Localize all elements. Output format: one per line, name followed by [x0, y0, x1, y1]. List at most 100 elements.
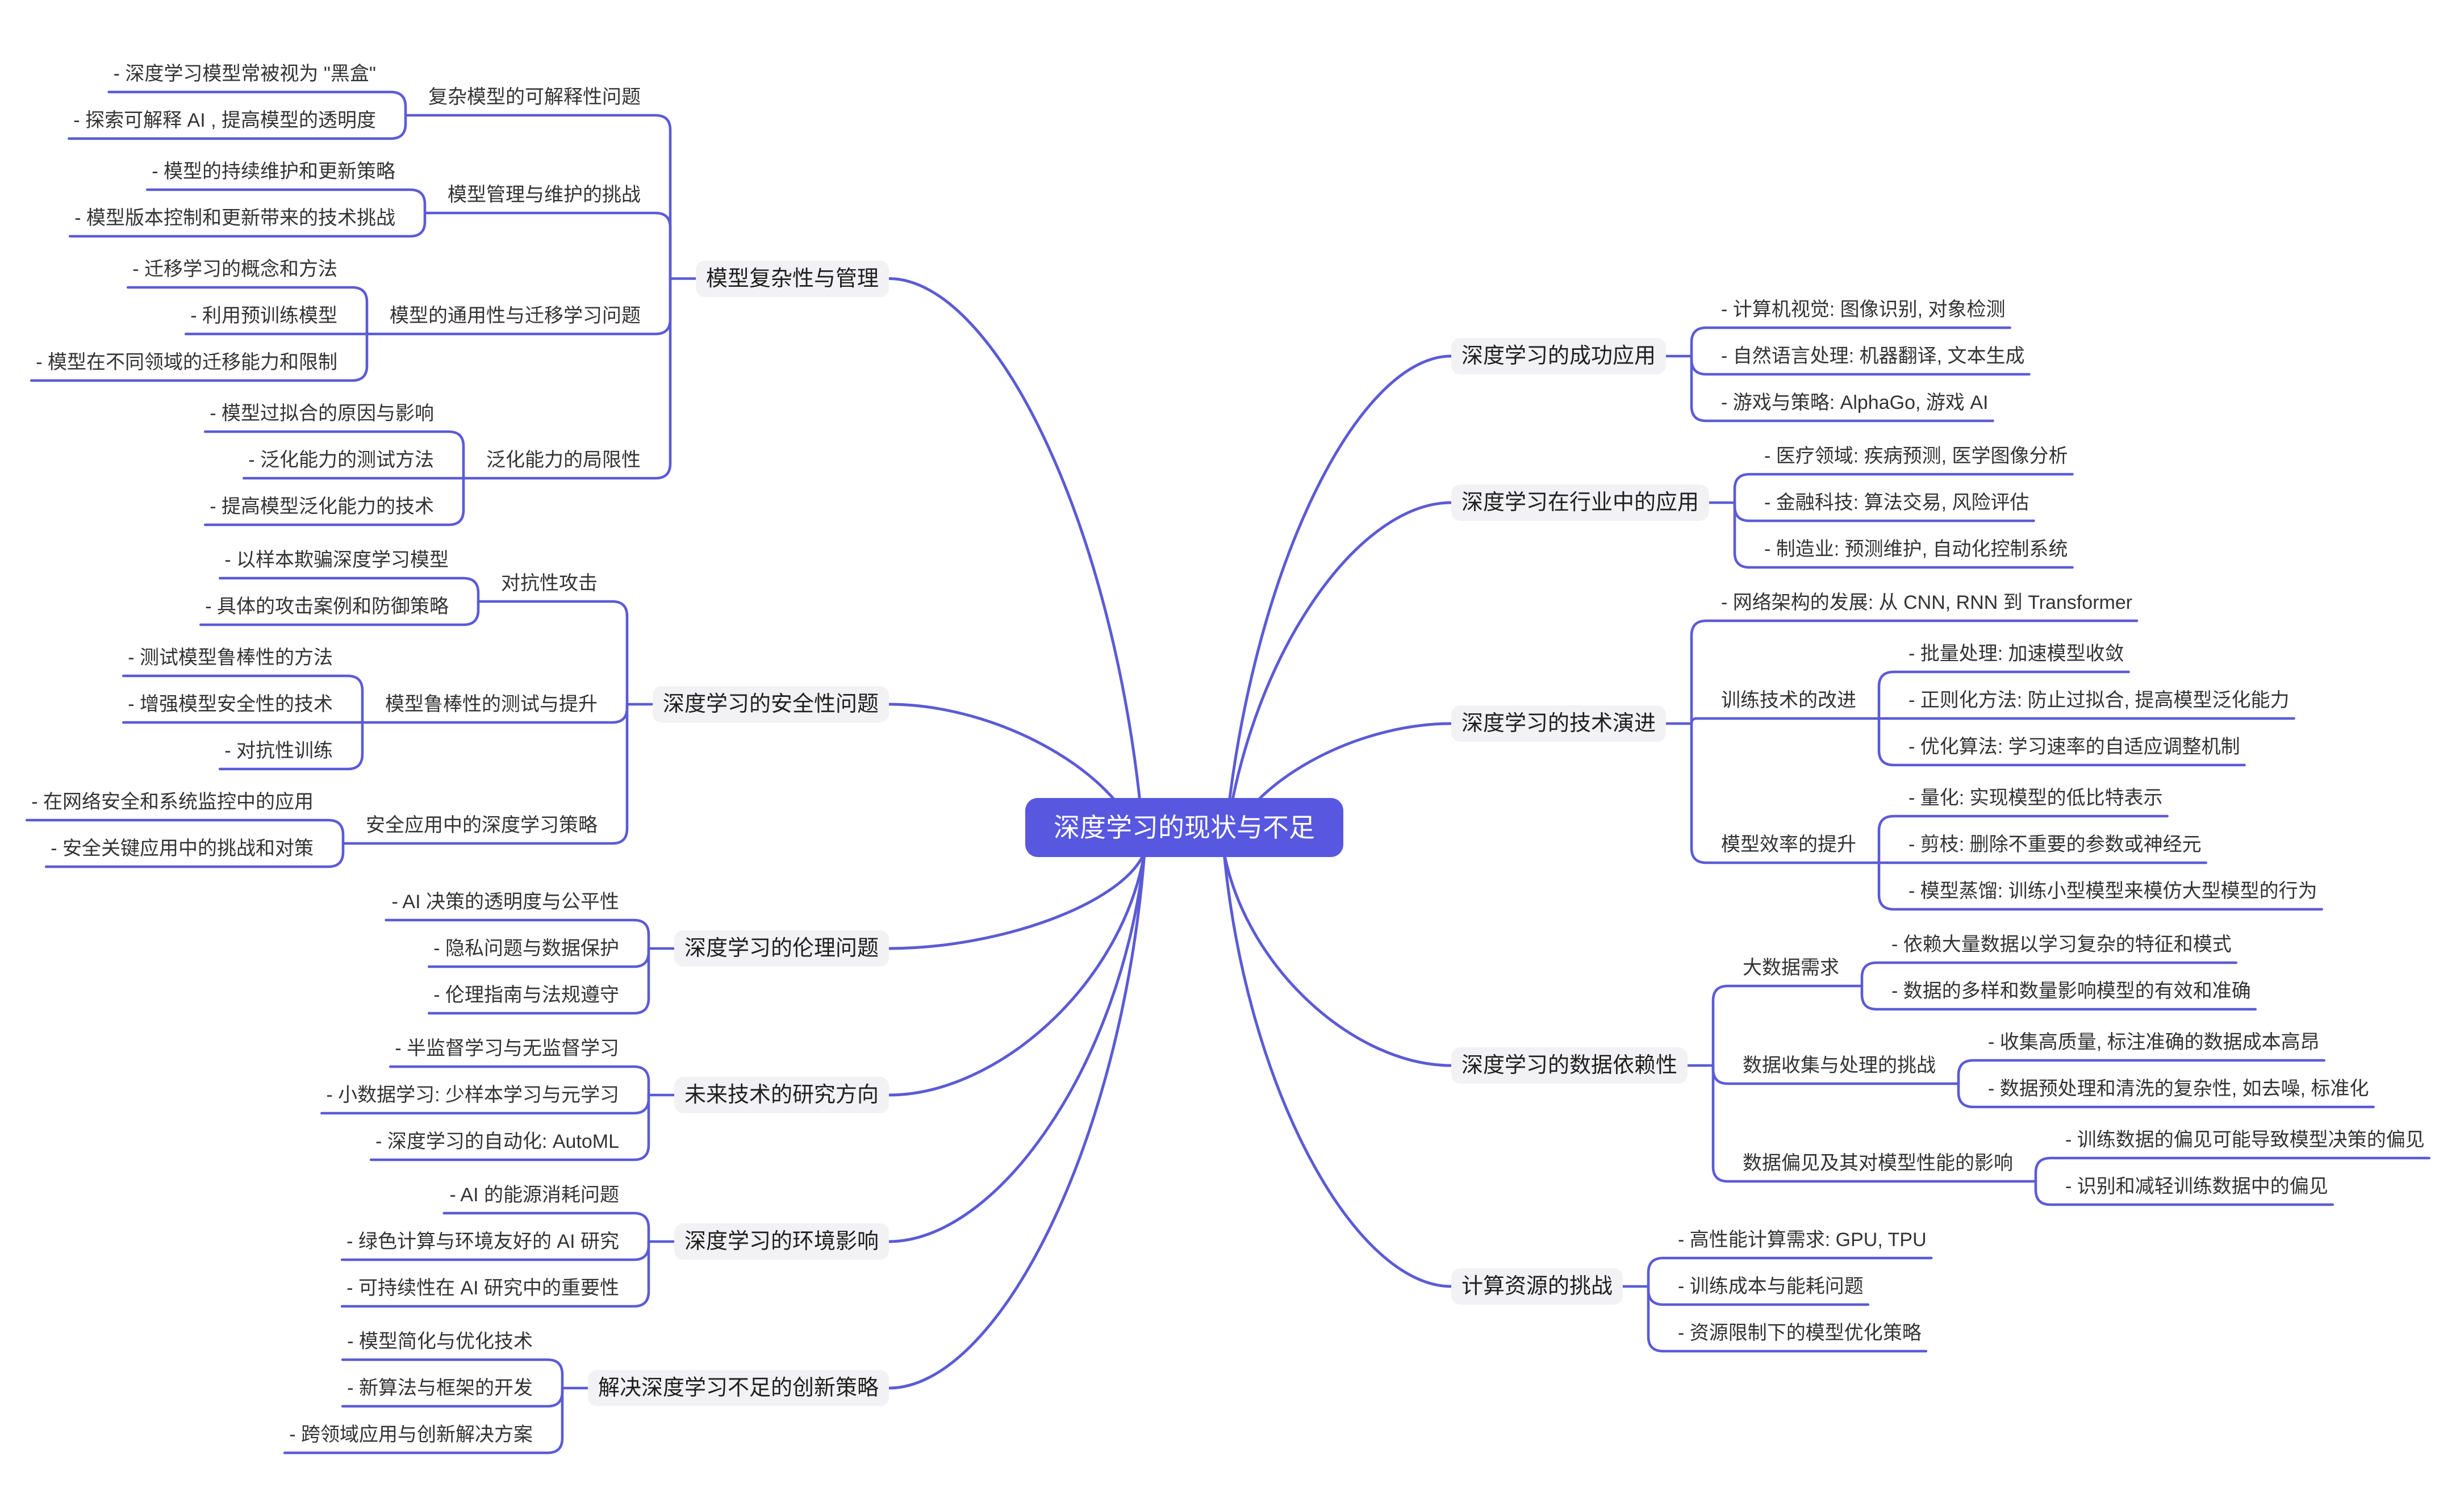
link	[1222, 851, 1453, 1067]
leaf-node[interactable]: - 资源限制下的模型优化策略	[1678, 1322, 1922, 1344]
leaf-node[interactable]: - 模型过拟合的原因与影响	[210, 403, 434, 424]
link	[122, 674, 364, 724]
leaf-node[interactable]: - 数据预处理和清洗的复杂性, 如去噪, 标准化	[1988, 1078, 2369, 1100]
leaf-node[interactable]: - 在网络安全和系统监控中的应用	[31, 791, 314, 813]
subtopic-node[interactable]: 对抗性攻击	[501, 573, 598, 594]
leaf-node[interactable]: - 以样本欺骗深度学习模型	[224, 549, 449, 571]
leaf-node[interactable]: - 模型版本控制和更新带来的技术挑战	[74, 207, 395, 229]
leaf-node[interactable]: - 识别和减轻训练数据中的偏见	[2065, 1176, 2328, 1197]
leaf-node[interactable]: - 计算机视觉: 图像识别, 对象检测	[1721, 299, 2006, 320]
leaf-node[interactable]: - 深度学习模型常被视为 "黑盒"	[113, 63, 376, 85]
leaf-node[interactable]: - 训练成本与能耗问题	[1678, 1276, 1864, 1297]
link	[887, 851, 1146, 950]
link	[1860, 984, 2257, 1011]
subtopic-node[interactable]: 数据偏见及其对模型性能的影响	[1743, 1152, 2013, 1174]
link	[1877, 670, 2130, 720]
subtopic-node[interactable]: 模型管理与维护的挑战	[448, 184, 641, 206]
link	[145, 188, 427, 215]
link	[1690, 354, 1994, 423]
link	[2034, 1156, 2431, 1183]
branch-node[interactable]: 深度学习的成功应用	[1451, 338, 1667, 374]
subtopic-node[interactable]: 复杂模型的可解释性问题	[428, 86, 641, 108]
leaf-node[interactable]: - 模型蒸馏: 训练小型模型来模仿大型模型的行为	[1908, 880, 2317, 902]
subtopic-node[interactable]: 模型效率的提升	[1721, 834, 1856, 855]
link	[1690, 326, 2011, 358]
link	[218, 721, 364, 771]
link	[30, 332, 369, 382]
link	[1877, 717, 2246, 767]
link	[340, 1240, 650, 1308]
leaf-node[interactable]: - 泛化能力的测试方法	[248, 449, 434, 471]
leaf-node[interactable]: - 模型简化与优化技术	[347, 1331, 533, 1352]
subtopic-node[interactable]: 数据收集与处理的挑战	[1743, 1055, 1936, 1076]
leaf-node[interactable]: - 金融科技: 算法交易, 风险评估	[1764, 492, 2029, 513]
link	[423, 211, 672, 280]
leaf-node[interactable]: - 半监督学习与无监督学习	[395, 1038, 619, 1059]
leaf-node[interactable]: - 数据的多样和数量影响模型的有效和准确	[1891, 980, 2251, 1002]
leaf-node[interactable]: - 网络架构的发展: 从 CNN, RNN 到 Transformer	[1721, 592, 2133, 613]
branch-node[interactable]: 深度学习在行业中的应用	[1451, 484, 1710, 521]
leaf-node[interactable]: - 制造业: 预测维护, 自动化控制系统	[1764, 538, 2068, 560]
link	[1222, 501, 1453, 854]
leaf-node[interactable]: - 游戏与策略: AlphaGo, 游戏 AI	[1721, 392, 1989, 413]
branch-node[interactable]: 深度学习的安全性问题	[652, 686, 889, 722]
leaf-node[interactable]: - 对抗性训练	[224, 740, 333, 762]
leaf-node[interactable]: - AI 决策的透明度与公平性	[391, 891, 619, 913]
link	[218, 576, 480, 603]
leaf-node[interactable]: - 剪枝: 删除不重要的参数或神经元	[1908, 834, 2202, 855]
branch-node[interactable]: 未来技术的研究方向	[674, 1077, 889, 1113]
leaf-node[interactable]: - 模型的持续维护和更新策略	[152, 161, 395, 182]
leaf-node[interactable]: - 测试模型鲁棒性的方法	[128, 647, 333, 668]
link	[385, 918, 650, 950]
subtopic-node[interactable]: 大数据需求	[1743, 957, 1839, 979]
root-node[interactable]: 深度学习的现状与不足	[1025, 798, 1343, 857]
leaf-node[interactable]: - 深度学习的自动化: AutoML	[375, 1131, 619, 1152]
link	[1860, 961, 2238, 988]
leaf-node[interactable]: - 跨领域应用与创新解决方案	[289, 1424, 533, 1445]
leaf-node[interactable]: - 模型在不同领域的迁移能力和限制	[36, 352, 337, 373]
leaf-node[interactable]: - 批量处理: 加速模型收敛	[1908, 643, 2124, 665]
leaf-node[interactable]: - 隐私问题与数据保护	[433, 938, 619, 959]
leaf-node[interactable]: - 新算法与框架的开发	[347, 1377, 533, 1399]
leaf-node[interactable]: - 小数据学习: 少样本学习与元学习	[326, 1084, 619, 1106]
leaf-node[interactable]: - 正则化方法: 防止过拟合, 提高模型泛化能力	[1908, 690, 2290, 711]
leaf-node[interactable]: - 绿色计算与环境友好的 AI 研究	[346, 1231, 619, 1252]
leaf-node[interactable]: - 依赖大量数据以学习复杂的特征和模式	[1891, 934, 2232, 955]
link	[887, 851, 1146, 1243]
link	[887, 851, 1146, 1390]
link	[887, 277, 1146, 854]
branch-node[interactable]: 深度学习的技术演进	[1451, 705, 1667, 742]
branch-node[interactable]: 深度学习的环境影响	[674, 1223, 889, 1260]
leaf-node[interactable]: - AI 的能源消耗问题	[449, 1184, 619, 1206]
leaf-node[interactable]: - 医疗领域: 疾病预测, 医学图像分析	[1764, 445, 2068, 467]
leaf-node[interactable]: - 优化算法: 学习速率的自适应调整机制	[1908, 736, 2240, 758]
subtopic-node[interactable]: 安全应用中的深度学习策略	[366, 814, 598, 836]
branch-node[interactable]: 计算资源的挑战	[1451, 1268, 1623, 1305]
link	[2034, 1180, 2334, 1206]
leaf-node[interactable]: - 训练数据的偏见可能导致模型决策的偏见	[2065, 1129, 2425, 1151]
leaf-node[interactable]: - 利用预训练模型	[190, 305, 337, 327]
leaf-node[interactable]: - 具体的攻击案例和防御策略	[205, 596, 449, 617]
branch-node[interactable]: 模型复杂性与管理	[695, 260, 889, 297]
subtopic-node[interactable]: 模型鲁棒性的测试与提升	[385, 693, 598, 715]
leaf-node[interactable]: - 增强模型安全性的技术	[128, 693, 333, 715]
subtopic-node[interactable]: 训练技术的改进	[1721, 690, 1856, 711]
branch-node[interactable]: 深度学习的数据依赖性	[1451, 1047, 1688, 1084]
leaf-node[interactable]: - 自然语言处理: 机器翻译, 文本生成	[1721, 345, 2025, 367]
leaf-node[interactable]: - 量化: 实现模型的低比特表示	[1908, 787, 2163, 809]
leaf-node[interactable]: - 伦理指南与法规遵守	[433, 984, 619, 1006]
leaf-node[interactable]: - 探索可解释 AI , 提高模型的透明度	[73, 110, 376, 131]
link	[1222, 354, 1453, 854]
branch-node[interactable]: 深度学习的伦理问题	[674, 930, 889, 967]
branch-node[interactable]: 解决深度学习不足的创新策略	[587, 1370, 889, 1406]
leaf-node[interactable]: - 提高模型泛化能力的技术	[210, 496, 434, 517]
subtopic-node[interactable]: 泛化能力的局限性	[486, 449, 641, 471]
link	[1647, 1256, 1933, 1288]
leaf-node[interactable]: - 收集高质量, 标注准确的数据成本高昂	[1988, 1031, 2320, 1053]
leaf-node[interactable]: - 安全关键应用中的挑战和对策	[51, 838, 314, 859]
leaf-node[interactable]: - 迁移学习的概念和方法	[132, 258, 337, 280]
leaf-node[interactable]: - 高性能计算需求: GPU, TPU	[1678, 1229, 1927, 1251]
subtopic-node[interactable]: 模型的通用性与迁移学习问题	[390, 305, 641, 327]
leaf-node[interactable]: - 可持续性在 AI 研究中的重要性	[346, 1277, 619, 1299]
